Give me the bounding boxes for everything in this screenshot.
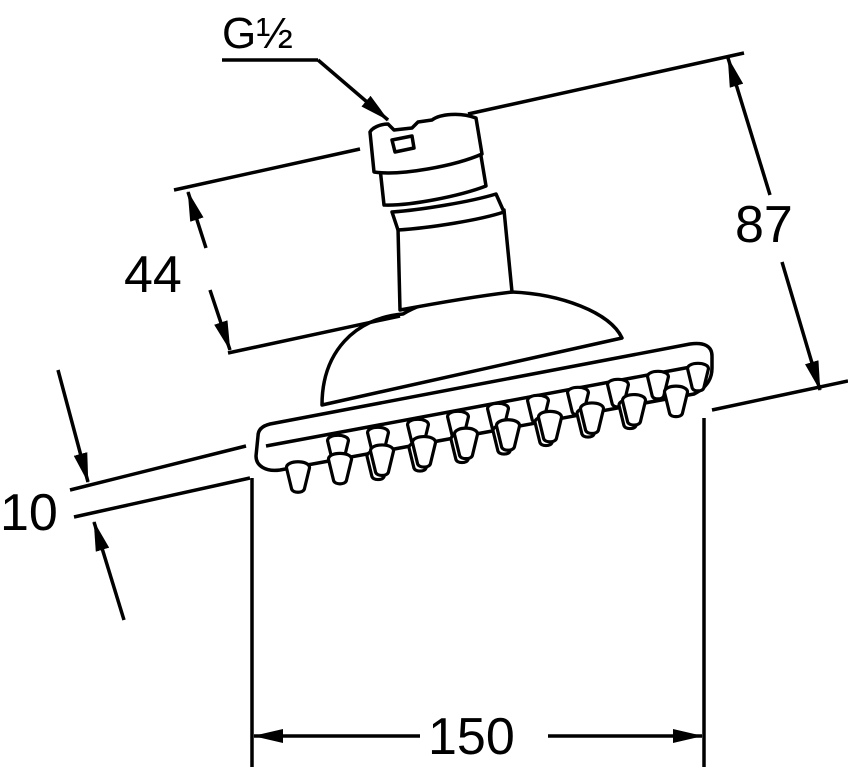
- nozzle: [685, 361, 711, 393]
- shower-arm-collar: [390, 192, 506, 232]
- nozzle: [494, 418, 522, 452]
- extension-line-top: [467, 51, 745, 116]
- extension-line-right-bottom: [711, 379, 848, 412]
- extension-line-thickness-bottom: [73, 476, 251, 519]
- nozzle-group: [284, 361, 711, 494]
- dimension-line-10-upper: [56, 369, 90, 483]
- dimension-label-arm-height: 44: [124, 246, 182, 304]
- dimension-label-width: 150: [428, 708, 515, 766]
- dimension-line-87-lower: [780, 261, 822, 391]
- thread-leader: [222, 58, 390, 122]
- dimension-label-head-thickness: 10: [0, 484, 58, 542]
- nozzle: [578, 401, 606, 436]
- dimension-width: [250, 418, 706, 767]
- shower-head-outline: [254, 112, 714, 473]
- extension-line-arm-top: [173, 147, 361, 192]
- nozzle: [368, 443, 396, 478]
- nozzle: [284, 460, 312, 494]
- nozzle: [452, 426, 480, 461]
- thread-size-label: G½: [222, 9, 293, 58]
- nozzle: [410, 434, 438, 469]
- dimension-head-thickness: [56, 369, 251, 621]
- extension-line-thickness-top: [69, 444, 247, 492]
- nozzle: [662, 384, 690, 419]
- nozzle: [620, 392, 648, 427]
- connector-nut-slot: [390, 134, 416, 154]
- extension-line-arm-bottom: [227, 314, 401, 355]
- dimension-line-10-lower: [92, 521, 126, 621]
- dimension-line-44-upper: [186, 191, 208, 249]
- dimension-line-44-lower: [208, 289, 232, 351]
- nozzle: [326, 451, 354, 486]
- dimension-line-87-upper: [726, 57, 772, 196]
- thread-leader-line: [316, 58, 390, 122]
- dimension-overall-height: [467, 51, 848, 412]
- connector-nut: [368, 112, 484, 175]
- dimension-arm-height: [173, 147, 401, 355]
- nozzle: [536, 409, 564, 444]
- dimension-label-overall-height: 87: [735, 196, 793, 254]
